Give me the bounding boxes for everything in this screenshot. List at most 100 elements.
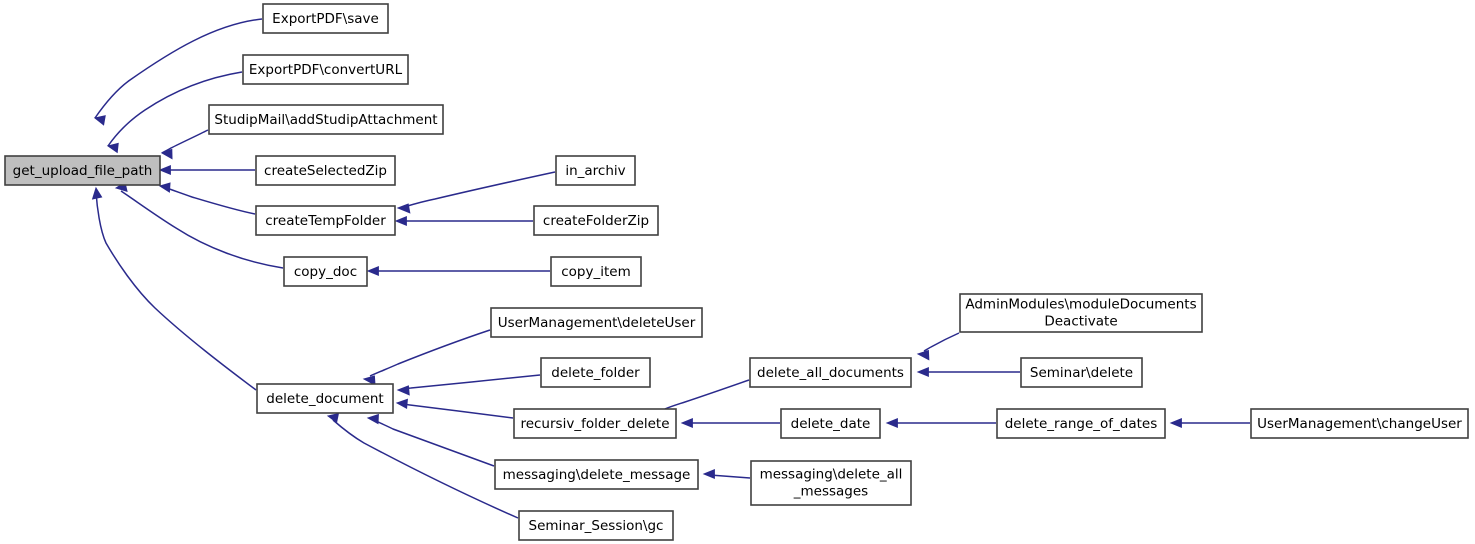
edge-adminmodules_moduledocumentsdeactivate-to-delete_all_documents (916, 332, 960, 361)
node-box[interactable] (533, 205, 659, 236)
edge-createfolderzip-to-createtempfolder (394, 216, 533, 226)
edge-copy_item-to-copy_doc (366, 266, 550, 276)
edge-line (94, 18, 263, 119)
node-studipmail_addstudipattachment[interactable]: StudipMail\addStudipAttachment (208, 104, 444, 135)
node-box[interactable] (959, 293, 1203, 333)
node-label: delete_range_of_dates (1005, 416, 1158, 432)
node-label: messaging\delete_message (503, 467, 691, 483)
edge-line (923, 332, 960, 352)
arrowhead-icon (702, 469, 715, 479)
arrowhead-icon (366, 266, 379, 276)
node-box[interactable] (513, 408, 677, 439)
node-delete_document[interactable]: delete_document (256, 383, 394, 414)
node-box[interactable] (780, 408, 881, 439)
node-label: UserManagement\changeUser (1257, 416, 1462, 432)
edges-layer (91, 18, 1250, 519)
edge-recursiv_folder_delete-to-delete_document (395, 398, 514, 419)
node-box[interactable] (262, 3, 389, 34)
node-box[interactable] (550, 256, 642, 287)
node-box[interactable] (555, 155, 636, 186)
edge-seminar_delete-to-delete_all_documents (916, 367, 1020, 377)
node-createtempfolder[interactable]: createTempFolder (255, 205, 396, 236)
edge-line (403, 374, 541, 390)
node-label: in_archiv (565, 163, 625, 179)
edge-delete_date-to-recursiv_folder_delete (680, 418, 780, 428)
node-label: ExportPDF\save (272, 11, 379, 27)
node-label: delete_document (266, 391, 383, 407)
edge-messaging_delete_all_messages-to-messaging_delete_message (702, 469, 751, 479)
arrowhead-icon (106, 142, 119, 154)
edge-delete_folder-to-delete_document (396, 374, 541, 396)
node-recursiv_folder_delete[interactable]: recursiv_folder_delete (513, 408, 677, 439)
edge-messaging_delete_message-to-delete_document (366, 413, 495, 467)
node-label: delete_folder (551, 365, 640, 381)
node-in_archiv[interactable]: in_archiv (555, 155, 636, 186)
node-box[interactable] (1020, 357, 1143, 388)
node-box[interactable] (255, 155, 396, 186)
node-box[interactable] (242, 54, 409, 85)
edge-line (107, 71, 243, 147)
node-box[interactable] (490, 307, 703, 338)
node-box[interactable] (208, 104, 444, 135)
node-label: Seminar\delete (1030, 365, 1133, 381)
node-label: createTempFolder (265, 213, 386, 229)
node-box[interactable] (750, 460, 912, 506)
node-label: StudipMail\addStudipAttachment (214, 112, 437, 128)
node-seminar_delete[interactable]: Seminar\delete (1020, 357, 1143, 388)
node-box[interactable] (749, 357, 912, 388)
edge-line (403, 171, 556, 208)
node-exportpdf_converturl[interactable]: ExportPDF\convertURL (242, 54, 409, 85)
arrowhead-icon (396, 385, 410, 396)
node-copy_item[interactable]: copy_item (550, 256, 642, 287)
node-usermanagement_changeuser[interactable]: UserManagement\changeUser (1250, 408, 1469, 439)
node-label: createSelectedZip (264, 163, 387, 179)
node-label: UserManagement\deleteUser (498, 315, 696, 331)
nodes-layer: get_upload_file_path ExportPDF\saveExport… (4, 3, 1469, 541)
node-box[interactable] (255, 205, 396, 236)
node-createfolderzip[interactable]: createFolderZip (533, 205, 659, 236)
node-exportpdf_save[interactable]: ExportPDF\save (262, 3, 389, 34)
node-label: AdminModules\moduleDocuments (965, 297, 1196, 313)
node-messaging_delete_all_messages[interactable]: messaging\delete_all_messages (750, 460, 912, 506)
edge-seminar_session_gc-to-delete_document (326, 412, 519, 519)
edge-in_archiv-to-createtempfolder (396, 171, 556, 214)
edge-delete_range_of_dates-to-delete_date (885, 418, 996, 428)
node-get_upload_file_path[interactable]: get_upload_file_path (4, 155, 161, 186)
node-seminar_session_gc[interactable]: Seminar_Session\gc (518, 510, 674, 541)
node-box[interactable] (283, 256, 368, 287)
node-box[interactable] (256, 383, 394, 414)
edge-line (709, 474, 751, 479)
node-delete_range_of_dates[interactable]: delete_range_of_dates (996, 408, 1166, 439)
node-delete_folder[interactable]: delete_folder (540, 357, 651, 388)
edge-exportpdf_save-to-get_upload_file_path (93, 18, 263, 126)
edge-line (120, 190, 284, 269)
node-delete_date[interactable]: delete_date (780, 408, 881, 439)
node-copy_doc[interactable]: copy_doc (283, 256, 368, 287)
edge-line (373, 419, 495, 467)
node-delete_all_documents[interactable]: delete_all_documents (749, 357, 912, 388)
node-box[interactable] (540, 357, 651, 388)
node-createselectedzip[interactable]: createSelectedZip (255, 155, 396, 186)
node-label: copy_item (561, 264, 631, 280)
node-messaging_delete_message[interactable]: messaging\delete_message (494, 459, 699, 490)
edge-line (95, 191, 257, 391)
arrowhead-icon (396, 203, 411, 214)
node-label: get_upload_file_path (13, 163, 153, 179)
node-label: createFolderZip (543, 213, 649, 229)
node-label: delete_all_documents (757, 365, 904, 381)
node-box[interactable] (518, 510, 674, 541)
node-box[interactable] (4, 155, 161, 186)
arrowhead-icon (916, 349, 930, 361)
node-usermanagement_deleteuser[interactable]: UserManagement\deleteUser (490, 307, 703, 338)
edge-line (332, 419, 519, 519)
arrowhead-icon (885, 418, 898, 428)
edge-exportpdf_converturl-to-get_upload_file_path (106, 71, 243, 154)
node-box[interactable] (996, 408, 1166, 439)
arrowhead-icon (916, 367, 929, 377)
arrowhead-icon (366, 413, 379, 425)
node-box[interactable] (494, 459, 699, 490)
node-box[interactable] (1250, 408, 1469, 439)
arrowhead-icon (1169, 418, 1182, 428)
